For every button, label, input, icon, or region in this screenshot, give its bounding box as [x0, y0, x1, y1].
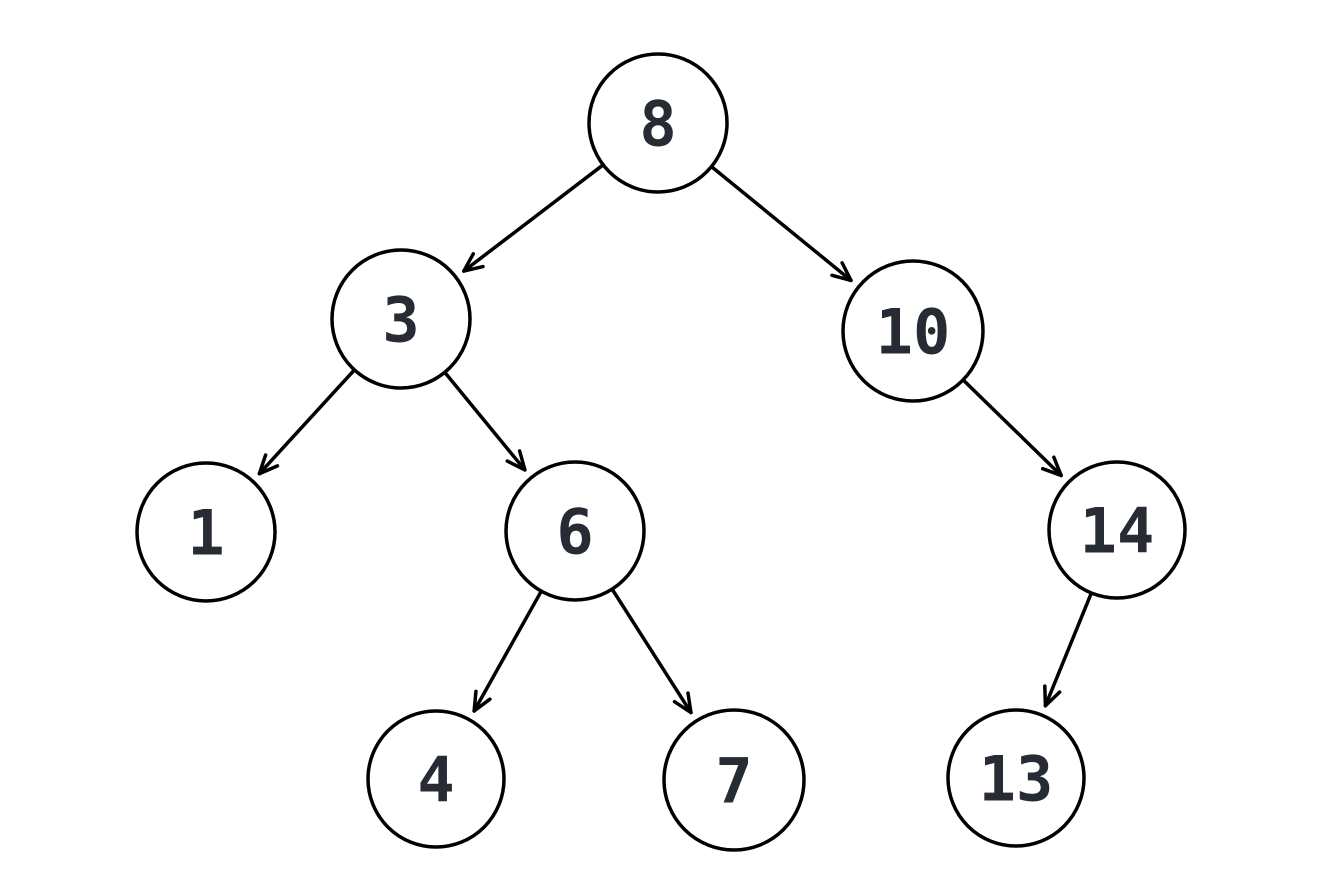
tree-node-circle	[504, 460, 646, 602]
tree-node-circle	[841, 259, 985, 403]
tree-edge-6-4	[472, 590, 543, 713]
tree-node-10: 10	[841, 259, 985, 403]
tree-edge-3-6	[443, 371, 527, 472]
tree-node-circle	[330, 248, 472, 390]
tree-node-circle	[135, 461, 277, 603]
tree-node-circle	[366, 709, 506, 849]
tree-edge-10-14	[962, 378, 1063, 478]
tree-node-14: 14	[1047, 460, 1187, 600]
tree-node-circle	[587, 52, 729, 194]
tree-node-label: 1	[187, 496, 224, 569]
tree-edge-8-3	[462, 163, 605, 273]
tree-node-6: 6	[504, 460, 646, 602]
tree-node-label: 4	[417, 743, 454, 816]
tree-node-label: 3	[382, 283, 419, 356]
tree-node-4: 4	[366, 709, 506, 849]
tree-node-1: 1	[135, 461, 277, 603]
tree-node-label: 8	[639, 87, 676, 160]
tree-node-3: 3	[330, 248, 472, 390]
tree-edge-6-7	[610, 588, 693, 715]
tree-node-7: 7	[662, 708, 806, 852]
tree-edge-14-13	[1043, 592, 1093, 708]
tree-node-label: 7	[715, 744, 752, 817]
tree-node-13: 13	[946, 708, 1086, 848]
tree-node-circle	[662, 708, 806, 852]
tree-node-label: 6	[556, 495, 593, 568]
tree-node-circle	[1047, 460, 1187, 600]
tree-node-label: 10	[876, 295, 951, 368]
tree-edge-8-10	[710, 165, 853, 283]
tree-node-label: 14	[1080, 494, 1155, 567]
tree-node-8: 8	[587, 52, 729, 194]
tree-node-label: 13	[979, 742, 1054, 815]
tree-node-circle	[946, 708, 1086, 848]
tree-edge-3-1	[257, 368, 356, 476]
